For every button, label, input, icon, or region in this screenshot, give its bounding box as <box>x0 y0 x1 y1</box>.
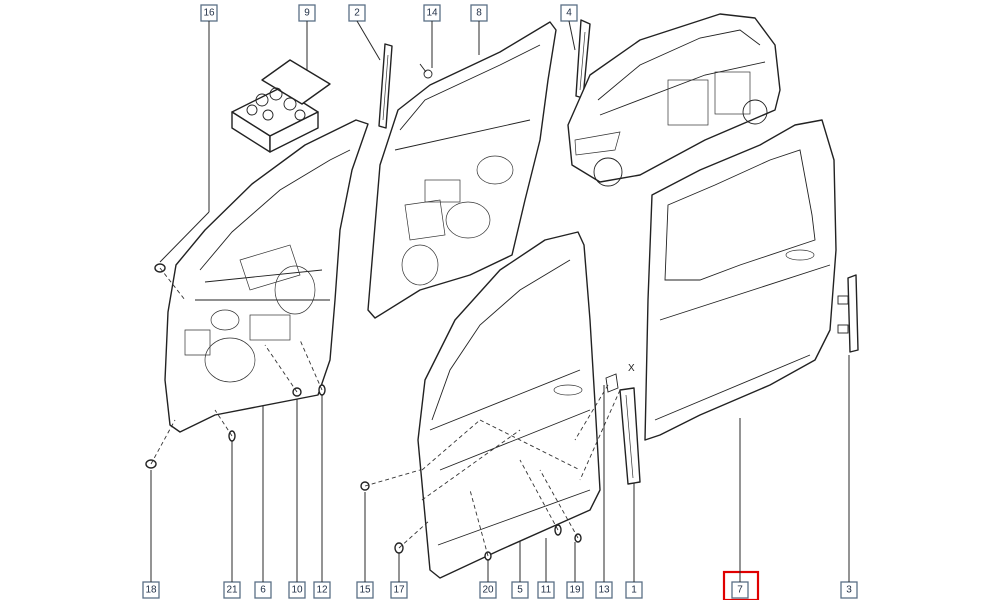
callout-4[interactable]: 4 <box>560 4 578 22</box>
clip-kit-box <box>231 59 331 153</box>
callout-19[interactable]: 19 <box>566 581 584 599</box>
svg-text:17: 17 <box>393 585 405 596</box>
svg-text:1: 1 <box>631 585 637 596</box>
assembly-dashed-lines <box>150 267 621 557</box>
callout-12[interactable]: 12 <box>313 581 331 599</box>
svg-text:16: 16 <box>203 8 215 19</box>
callout-1[interactable]: 1 <box>625 581 643 599</box>
callout-10[interactable]: 10 <box>288 581 306 599</box>
svg-text:20: 20 <box>482 585 494 596</box>
svg-text:18: 18 <box>145 585 157 596</box>
svg-text:10: 10 <box>291 585 303 596</box>
callout-11[interactable]: 11 <box>537 581 555 599</box>
screw-14 <box>419 63 433 79</box>
svg-text:2: 2 <box>354 8 360 19</box>
callout-2[interactable]: 2 <box>348 4 366 22</box>
callout-6[interactable]: 6 <box>254 581 272 599</box>
rear-door-inner-frame <box>367 21 557 319</box>
svg-text:6: 6 <box>260 585 266 596</box>
callout-8[interactable]: 8 <box>470 4 488 22</box>
axis-x-marker: X <box>628 363 635 374</box>
callout-5[interactable]: 5 <box>511 581 529 599</box>
callout-16[interactable]: 16 <box>200 4 218 22</box>
selected-callout-highlight <box>722 570 760 600</box>
front-door-seal-trim <box>619 387 641 485</box>
svg-text:13: 13 <box>598 585 610 596</box>
rear-door-hinge-bracket <box>837 274 859 353</box>
callout-18[interactable]: 18 <box>142 581 160 599</box>
callout-17[interactable]: 17 <box>390 581 408 599</box>
svg-text:15: 15 <box>359 585 371 596</box>
callout-7[interactable]: 7 <box>731 581 749 599</box>
svg-text:4: 4 <box>566 8 572 19</box>
svg-text:12: 12 <box>316 585 328 596</box>
svg-text:21: 21 <box>226 585 238 596</box>
svg-text:11: 11 <box>541 585 552 596</box>
callout-3[interactable]: 3 <box>840 581 858 599</box>
svg-text:7: 7 <box>737 585 743 596</box>
front-door-pillar-clip <box>605 373 619 393</box>
svg-text:9: 9 <box>304 8 310 19</box>
svg-text:8: 8 <box>476 8 482 19</box>
svg-text:19: 19 <box>569 585 581 596</box>
callout-20[interactable]: 20 <box>479 581 497 599</box>
vehicle-illustration <box>567 13 781 187</box>
front-door-outer-panel <box>417 231 601 579</box>
svg-text:5: 5 <box>517 585 523 596</box>
callout-14[interactable]: 14 <box>423 4 441 22</box>
callout-13[interactable]: 13 <box>595 581 613 599</box>
rear-door-outer-panel <box>644 119 837 441</box>
callout-21[interactable]: 21 <box>223 581 241 599</box>
front-door-upright-trim <box>378 43 393 129</box>
front-door-inner-frame <box>164 119 369 433</box>
callout-15[interactable]: 15 <box>356 581 374 599</box>
leader-lines <box>150 20 850 582</box>
svg-text:14: 14 <box>426 8 438 19</box>
callout-9[interactable]: 9 <box>298 4 316 22</box>
svg-text:3: 3 <box>846 585 852 596</box>
